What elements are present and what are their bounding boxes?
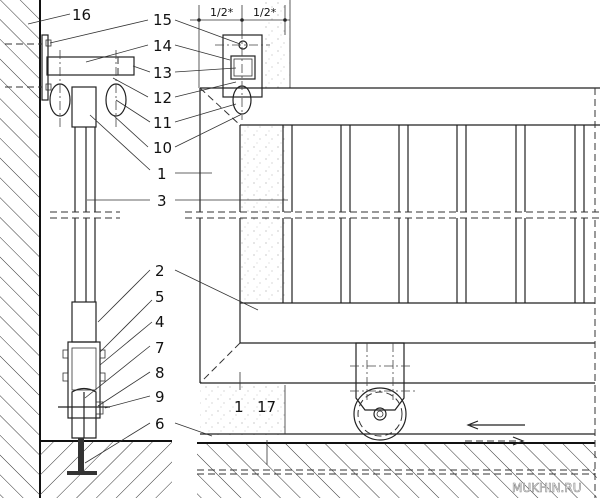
label-5: 5 bbox=[155, 288, 165, 306]
watermark: MUKHIN.RU bbox=[512, 481, 581, 495]
label-13: 13 bbox=[153, 64, 172, 82]
label-4: 4 bbox=[155, 313, 165, 331]
floor-section-left bbox=[40, 440, 172, 498]
side-section bbox=[5, 34, 135, 475]
gate-frame bbox=[185, 87, 600, 498]
label-12: 12 bbox=[153, 89, 172, 107]
label-3: 3 bbox=[157, 192, 167, 210]
wall bbox=[0, 0, 41, 498]
label-2: 2 bbox=[155, 262, 165, 280]
floor-foundation-right bbox=[197, 433, 597, 498]
top-roller-bracket-front bbox=[215, 30, 270, 120]
label-14: 14 bbox=[153, 37, 172, 55]
label-9: 9 bbox=[155, 388, 165, 406]
label-1-bottom: 1 bbox=[234, 398, 244, 416]
dimension-half-right: 1/2* bbox=[253, 6, 277, 19]
label-11: 11 bbox=[153, 114, 172, 132]
movement-arrows bbox=[465, 420, 525, 446]
label-10: 10 bbox=[153, 139, 172, 157]
label-7: 7 bbox=[155, 339, 165, 357]
label-15: 15 bbox=[153, 11, 172, 29]
bottom-wheel-front bbox=[350, 342, 415, 441]
callout-labels: 16 15 14 13 12 11 10 1 3 2 5 4 7 8 9 6 1… bbox=[72, 6, 276, 433]
label-17: 17 bbox=[257, 398, 276, 416]
dimension-line: 1/2* 1/2* bbox=[190, 5, 290, 88]
label-6: 6 bbox=[155, 415, 165, 433]
label-8: 8 bbox=[155, 364, 165, 382]
dimension-half-left: 1/2* bbox=[210, 6, 234, 19]
leader-lines bbox=[27, 13, 288, 465]
label-1-top: 1 bbox=[157, 165, 167, 183]
label-16: 16 bbox=[72, 6, 91, 24]
